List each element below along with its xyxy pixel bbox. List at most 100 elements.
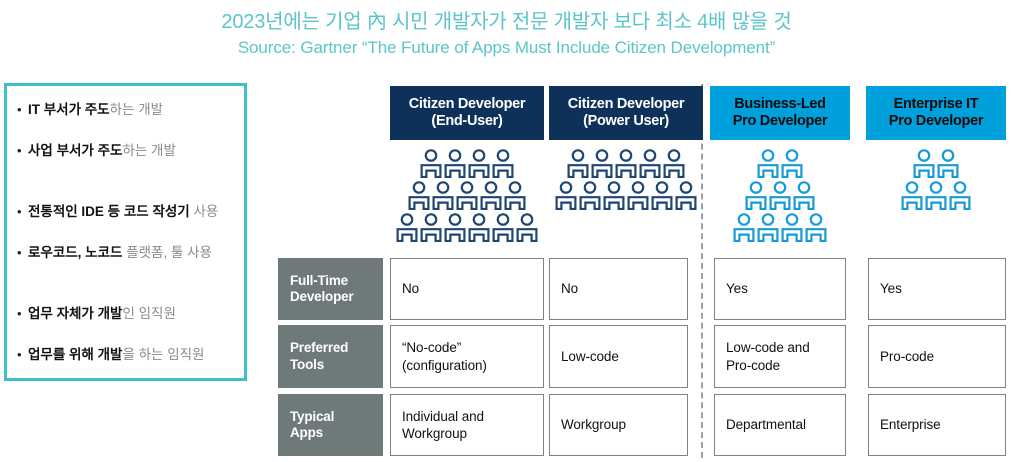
person-icon	[793, 181, 815, 210]
table-cell-text: “No-code”(configuration)	[402, 340, 487, 373]
people-row	[913, 148, 959, 178]
person-icon	[639, 149, 661, 178]
people-cluster-1	[390, 148, 544, 248]
table-cell: Pro-code	[868, 325, 1006, 388]
person-icon	[745, 181, 767, 210]
column-header-line2: (End-User)	[431, 113, 503, 129]
person-icon	[468, 213, 490, 242]
people-row	[567, 148, 685, 178]
table-cell: Enterprise	[868, 394, 1006, 456]
table-cell-text: Low-code	[561, 348, 619, 364]
person-icon	[420, 149, 442, 178]
people-cluster-2	[549, 148, 703, 248]
column-header-line2: (Power User)	[583, 113, 669, 129]
column-header-line2: Pro Developer	[888, 113, 984, 129]
panel-bullet-6: • 업무를 위해 개발을 하는 임직원	[17, 347, 204, 364]
table-cell-text: Enterprise	[880, 417, 941, 433]
bullet-text-strong: 업무를 위해 개발	[28, 347, 123, 362]
person-icon	[603, 181, 625, 210]
bullet-text-soft: 플랫폼, 툴 사용	[122, 245, 212, 260]
developer-types-panel: •IT 부서가 주도하는 개발•사업 부서가 주도하는 개발•전통적인 IDE …	[4, 83, 247, 381]
people-cluster-3	[710, 148, 850, 248]
table-cell: Departmental	[714, 394, 846, 456]
column-header-line1: Citizen Developer	[408, 95, 526, 112]
table-cell-text: Yes	[880, 281, 902, 297]
person-icon	[408, 181, 430, 210]
person-icon	[913, 149, 935, 178]
table-cell-text: Pro-code	[880, 348, 934, 364]
person-icon	[937, 149, 959, 178]
panel-bullet-3: • 전통적인 IDE 등 코드 작성기 사용	[17, 204, 218, 221]
column-header-1: Citizen Developer(End-User)	[390, 86, 544, 140]
person-icon	[769, 181, 791, 210]
person-icon	[516, 213, 538, 242]
bullet-dot-icon: •	[17, 306, 22, 321]
bullet-text-strong: 로우코드, 노코드	[28, 245, 123, 260]
people-row	[901, 180, 971, 210]
person-icon	[615, 149, 637, 178]
bullet-text: 업무를 위해 개발을 하는 임직원	[28, 347, 204, 364]
person-icon	[781, 149, 803, 178]
person-icon	[627, 181, 649, 210]
bullet-text-soft: 하는 개발	[109, 102, 164, 117]
panel-bullet-4: • 로우코드, 노코드 플랫폼, 툴 사용	[17, 245, 212, 262]
table-cell: No	[549, 258, 688, 320]
person-icon	[757, 213, 779, 242]
people-row	[408, 180, 526, 210]
bullet-text-soft: 사용	[189, 204, 219, 219]
column-header-line2: Pro Developer	[732, 113, 828, 129]
panel-bullet-5: • 업무 자체가 개발인 임직원	[17, 306, 176, 323]
person-icon	[757, 149, 779, 178]
bullet-text: 업무 자체가 개발인 임직원	[28, 306, 176, 323]
bullet-dot-icon: •	[17, 204, 22, 219]
table-cell-text: Yes	[726, 281, 748, 297]
page-subtitle: Source: Gartner “The Future of Apps Must…	[237, 38, 776, 57]
people-row	[420, 148, 514, 178]
person-icon	[949, 181, 971, 210]
person-icon	[396, 213, 418, 242]
person-icon	[781, 213, 803, 242]
person-icon	[444, 213, 466, 242]
table-cell: Yes	[868, 258, 1006, 320]
people-row	[555, 180, 697, 210]
panel-bullet-1: •IT 부서가 주도하는 개발	[17, 102, 163, 119]
column-header-line1: Enterprise IT	[893, 95, 979, 112]
table-cell: No	[390, 258, 544, 320]
person-icon	[432, 181, 454, 210]
column-header-2: Citizen Developer(Power User)	[549, 86, 703, 140]
person-icon	[591, 149, 613, 178]
person-icon	[555, 181, 577, 210]
people-row	[757, 148, 803, 178]
bullet-text-soft: 인 임직원	[122, 306, 176, 321]
bullet-text: 로우코드, 노코드 플랫폼, 툴 사용	[28, 245, 212, 262]
bullet-text-soft: 을 하는 임직원	[122, 347, 205, 362]
bullet-text: 사업 부서가 주도하는 개발	[28, 143, 176, 160]
row-label-line2: Apps	[290, 425, 323, 440]
citizen-vs-pro-divider	[701, 84, 703, 458]
bullet-dot-icon: •	[17, 347, 22, 362]
bullet-text: IT 부서가 주도하는 개발	[28, 102, 163, 119]
bullet-text-strong: 사업 부서가 주도	[28, 143, 123, 158]
person-icon	[444, 149, 466, 178]
person-icon	[492, 213, 514, 242]
people-cluster-4	[866, 148, 1006, 248]
bullet-dot-icon: •	[17, 245, 22, 260]
person-icon	[420, 213, 442, 242]
person-icon	[733, 213, 755, 242]
person-icon	[456, 181, 478, 210]
person-icon	[925, 181, 947, 210]
table-cell: Low-code	[549, 325, 688, 388]
table-cell-text: Workgroup	[561, 417, 626, 433]
bullet-text-strong: 전통적인 IDE 등 코드 작성기	[28, 204, 190, 219]
person-icon	[901, 181, 923, 210]
bullet-text-strong: IT 부서가 주도	[28, 102, 110, 117]
panel-bullet-2: •사업 부서가 주도하는 개발	[17, 143, 176, 160]
person-icon	[492, 149, 514, 178]
